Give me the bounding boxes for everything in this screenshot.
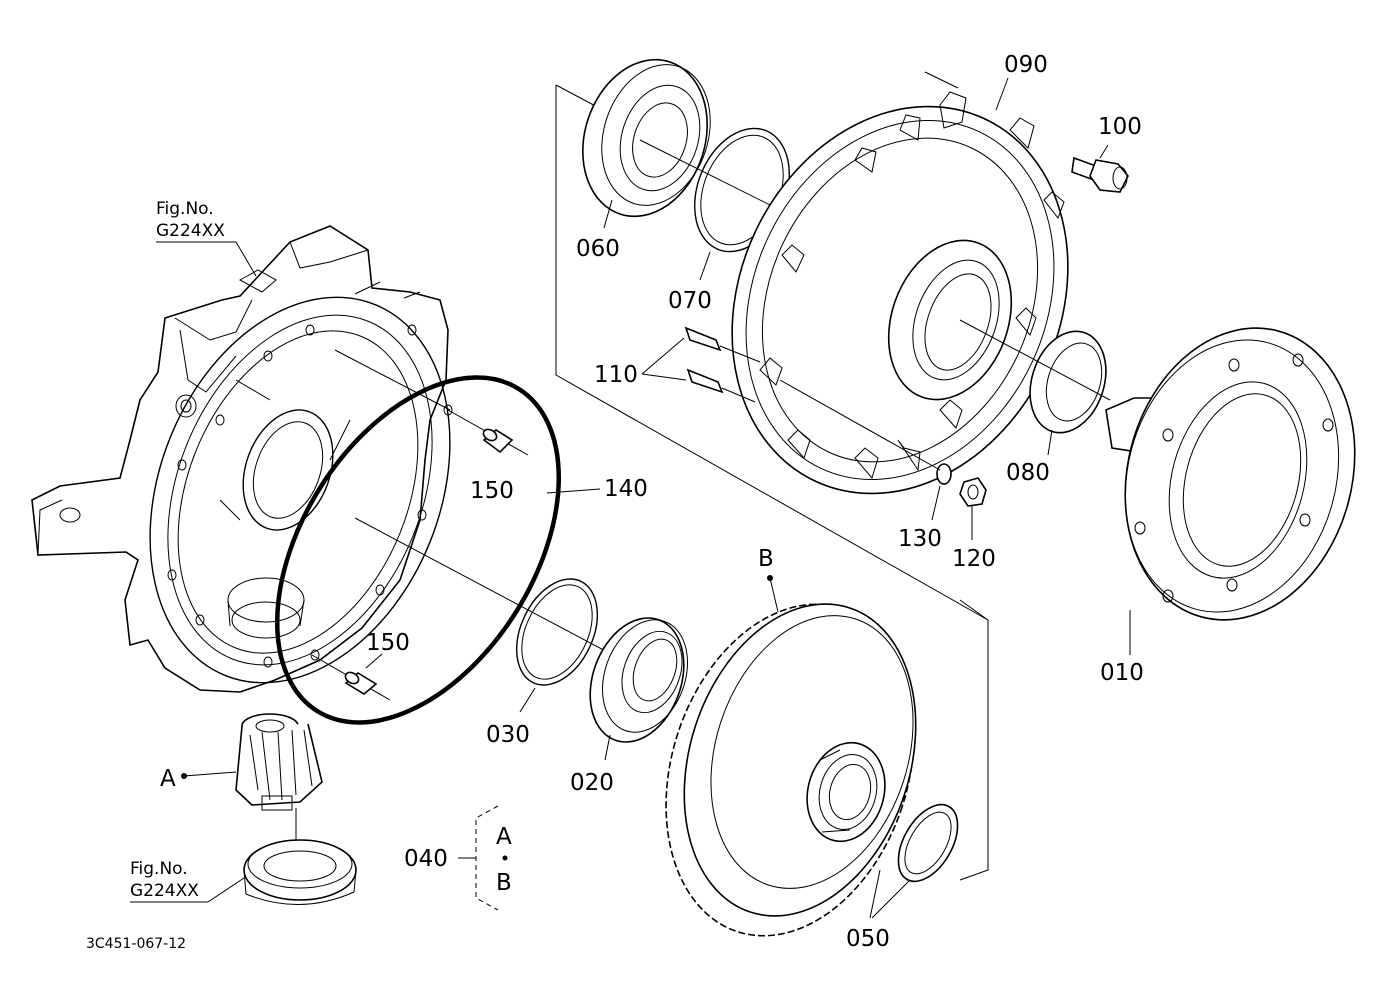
set-bracket-040: A B (458, 805, 512, 911)
gear-case-housing (31, 225, 453, 693)
callout-010: 010 (1100, 660, 1144, 686)
final-case-cover-090[interactable] (670, 51, 1129, 549)
snap-ring-030[interactable] (501, 566, 614, 713)
svg-text:B: B (758, 546, 774, 572)
callout-070: 070 (668, 288, 712, 314)
callout-140: 140 (604, 476, 648, 502)
callout-060: 060 (576, 236, 620, 262)
collar-050[interactable] (869, 795, 970, 919)
svg-text:B: B (496, 870, 512, 896)
marker-b: B (758, 546, 779, 613)
callout-020: 020 (570, 770, 614, 796)
svg-text:A: A (160, 766, 176, 792)
svg-text:G224XX: G224XX (130, 881, 199, 901)
bevel-pinion[interactable] (235, 713, 323, 811)
callout-080: 080 (1006, 460, 1050, 486)
callout-120: 120 (952, 546, 996, 572)
svg-text:Fig.No.: Fig.No. (156, 199, 214, 219)
drawing-id: 3C451-067-12 (86, 936, 186, 952)
callout-labels: 090 100 060 070 110 080 140 150 130 120 … (366, 52, 1144, 952)
oil-seal-080[interactable] (1018, 321, 1119, 456)
marker-a: A (160, 766, 237, 792)
callout-040: 040 (404, 846, 448, 872)
callout-150-upper: 150 (470, 478, 514, 504)
svg-text:A: A (496, 824, 512, 850)
axle-flange-010[interactable] (1094, 302, 1380, 655)
bevel-gear[interactable] (625, 572, 955, 968)
fig-ref-upper[interactable]: Fig.No. G224XX (156, 199, 257, 277)
ball-bearing-060[interactable] (563, 43, 727, 232)
callout-030: 030 (486, 722, 530, 748)
o-ring-140[interactable] (219, 327, 617, 772)
callout-050: 050 (846, 926, 890, 952)
dowel-pin-upper[interactable] (447, 409, 529, 456)
svg-text:Fig.No.: Fig.No. (130, 859, 188, 879)
callout-090: 090 (1004, 52, 1048, 78)
callout-150-lower: 150 (366, 630, 410, 656)
pinion-bearing[interactable] (243, 839, 357, 905)
stud-bolts-110[interactable] (641, 326, 761, 403)
ball-bearing-020[interactable] (574, 605, 703, 761)
washer-130[interactable] (931, 463, 952, 521)
bolt-100[interactable] (1071, 144, 1129, 193)
callout-110: 110 (594, 362, 638, 388)
dowel-pin-lower[interactable] (311, 653, 391, 701)
callout-100: 100 (1098, 114, 1142, 140)
svg-text:G224XX: G224XX (156, 221, 225, 241)
nut-120[interactable] (959, 477, 987, 540)
fig-ref-lower[interactable]: Fig.No. G224XX (130, 859, 245, 903)
callout-130: 130 (898, 526, 942, 552)
